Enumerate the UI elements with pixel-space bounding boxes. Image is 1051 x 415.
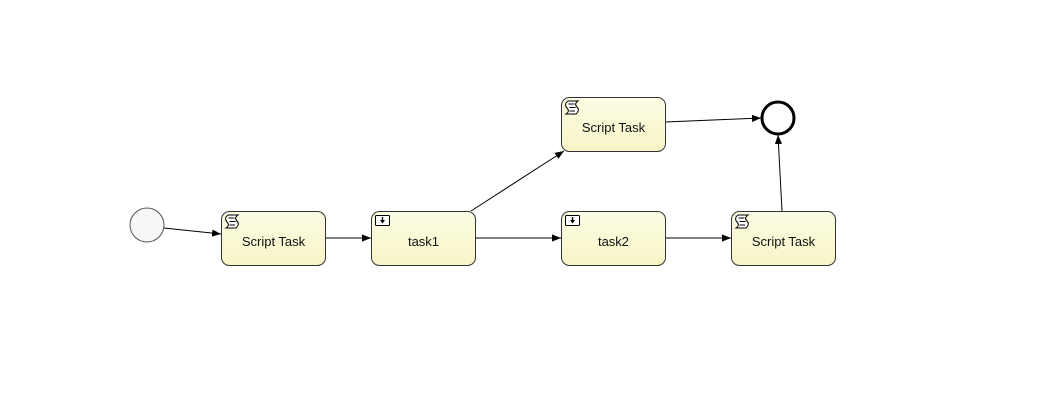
sequence-flows bbox=[163, 114, 783, 242]
sequence-flow-start-to-script1[interactable] bbox=[163, 227, 222, 237]
end-event-end[interactable] bbox=[760, 100, 796, 136]
task-box[interactable] bbox=[561, 211, 666, 266]
flow-nodes: Script Task task1 Script Task task2 Script T… bbox=[129, 97, 836, 266]
task-label: Script Task bbox=[582, 120, 646, 135]
sequence-flow-task1-to-script2[interactable] bbox=[470, 150, 565, 212]
script-task-script3[interactable]: Script Task bbox=[731, 211, 836, 266]
sequence-flow-script2-to-end[interactable] bbox=[664, 114, 762, 123]
task-label: Script Task bbox=[242, 234, 306, 249]
script-icon bbox=[564, 100, 580, 115]
task-label: task2 bbox=[598, 234, 629, 249]
task-box[interactable] bbox=[731, 211, 836, 266]
task-box[interactable] bbox=[221, 211, 326, 266]
sequence-flow-script3-to-end[interactable] bbox=[774, 134, 783, 212]
receive-task-icon bbox=[565, 215, 580, 226]
user-task-task1[interactable]: task1 bbox=[371, 211, 476, 266]
task-box[interactable] bbox=[561, 97, 666, 152]
start-event-circle[interactable] bbox=[129, 207, 165, 243]
start-event-start[interactable] bbox=[129, 207, 165, 243]
script-icon bbox=[734, 214, 750, 229]
script-icon bbox=[224, 214, 240, 229]
task-label: task1 bbox=[408, 234, 439, 249]
task-box[interactable] bbox=[371, 211, 476, 266]
end-event-circle[interactable] bbox=[760, 100, 796, 136]
script-task-script1[interactable]: Script Task bbox=[221, 211, 326, 266]
receive-task-icon bbox=[375, 215, 390, 226]
user-task-task2[interactable]: task2 bbox=[561, 211, 666, 266]
task-label: Script Task bbox=[752, 234, 816, 249]
script-task-script2[interactable]: Script Task bbox=[561, 97, 666, 152]
